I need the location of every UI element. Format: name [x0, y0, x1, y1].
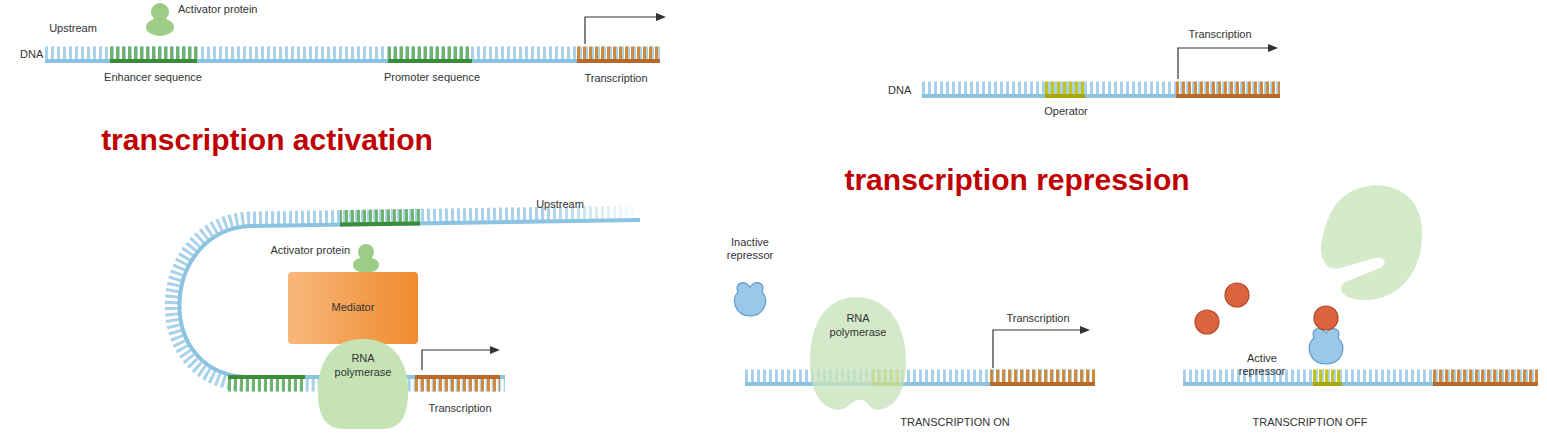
active-repressor — [1309, 306, 1343, 364]
part-label: Transcription — [584, 72, 647, 85]
polymerase-shape: RNA polymerase — [808, 296, 908, 414]
node-text: RNA polymerase — [333, 352, 393, 380]
activator-protein — [353, 244, 379, 273]
part-label: DNA — [888, 84, 911, 97]
part-label: Promoter sequence — [384, 71, 480, 84]
transcription-arrow — [1178, 44, 1278, 79]
part-label: Activator protein — [271, 244, 350, 257]
part-label: TRANSCRIPTION ON — [900, 416, 1009, 429]
part-label: Inactive repressor — [718, 236, 782, 262]
part-label: Enhancer sequence — [104, 71, 202, 84]
part-label: Transcription — [428, 402, 491, 415]
part-label: Upstream — [536, 198, 584, 211]
node-text: Mediator — [332, 301, 375, 315]
inducer-molecule — [1195, 283, 1249, 334]
node-text: RNA polymerase — [828, 312, 888, 340]
part-label: Transcription — [1188, 28, 1251, 41]
part-label: Upstream — [49, 22, 97, 35]
transcription-arrow — [993, 326, 1090, 368]
dna-strand — [1183, 376, 1538, 384]
dna-strand — [745, 376, 1095, 384]
part-label: Operator — [1044, 105, 1087, 118]
part-label: Transcription — [1006, 312, 1069, 325]
polymerase-shape: RNA polymerase — [315, 338, 411, 430]
transcription-arrow — [585, 13, 666, 44]
dna-loop — [171, 212, 640, 385]
activator-protein — [146, 3, 174, 36]
mediator-box: Mediator — [288, 272, 418, 344]
polymerase-fill — [810, 297, 906, 410]
rna-polymerase-detached — [1321, 185, 1422, 300]
part-label: Activator protein — [178, 3, 257, 16]
section-heading: transcription activation — [101, 122, 433, 158]
transcription-arrow — [422, 346, 500, 370]
inactive-repressor — [734, 283, 765, 316]
polymerase-outline — [315, 338, 411, 430]
section-heading: transcription repression — [844, 162, 1189, 198]
polymerase-fill — [318, 339, 408, 429]
part-label: TRANSCRIPTION OFF — [1253, 416, 1368, 429]
dna-strand — [45, 53, 660, 61]
part-label: Active repressor — [1232, 352, 1292, 378]
dna-strand — [922, 88, 1280, 96]
part-label: DNA — [20, 48, 43, 61]
